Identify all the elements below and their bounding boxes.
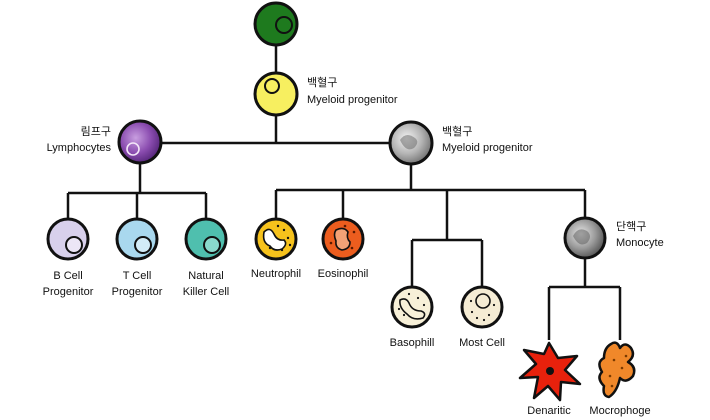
monocyte-node (563, 216, 607, 260)
myeloid-stem-label-en: Myeloid progenitor (307, 94, 398, 106)
myeloid-stem-node (253, 71, 299, 117)
macrophage-label: Mocrophoge (589, 405, 650, 417)
t-cell-label-line1: T Cell (123, 270, 152, 282)
t-cell-label-line2: Progenitor (112, 286, 163, 298)
eosinophil-label: Eosinophil (318, 268, 369, 280)
myeloid-progenitor-label-en: Myeloid progenitor (442, 142, 533, 154)
nk-cell-label-line1: Natural (188, 270, 223, 282)
macrophage-node (598, 341, 636, 399)
lymphocyte-label-en: Lymphocytes (47, 142, 112, 154)
lymphocyte-label-ko: 림프구 (81, 125, 111, 138)
eosinophil-node (321, 217, 365, 261)
nk-cell-label-line2: Killer Cell (183, 286, 229, 298)
b-cell-label-line1: B Cell (53, 270, 82, 282)
basophil-label: Basophill (390, 337, 435, 349)
mast-cell-label: Most Cell (459, 337, 505, 349)
mast-cell-node (460, 285, 504, 329)
lymphocyte-node (117, 119, 163, 165)
stem-cell-node (253, 1, 299, 47)
t-cell-node (115, 217, 159, 261)
neutrophil-label: Neutrophil (251, 268, 301, 280)
myeloid-progenitor-node (388, 120, 434, 166)
dendritic-cell-node (518, 341, 582, 402)
dendritic-cell-label: Denaritic (527, 405, 571, 417)
neutrophil-node (254, 217, 298, 261)
myeloid-stem-label-ko: 백혈구 (307, 75, 337, 89)
connector-lines (66, 45, 622, 340)
monocyte-label-ko: 단핵구 (616, 220, 646, 233)
b-cell-label-line2: Progenitor (43, 286, 94, 298)
basophil-node (390, 285, 434, 329)
monocyte-label-en: Monocyte (616, 237, 664, 249)
myeloid-progenitor-label-ko: 백혈구 (442, 124, 472, 138)
b-cell-node (46, 217, 90, 261)
nk-cell-node (184, 217, 228, 261)
